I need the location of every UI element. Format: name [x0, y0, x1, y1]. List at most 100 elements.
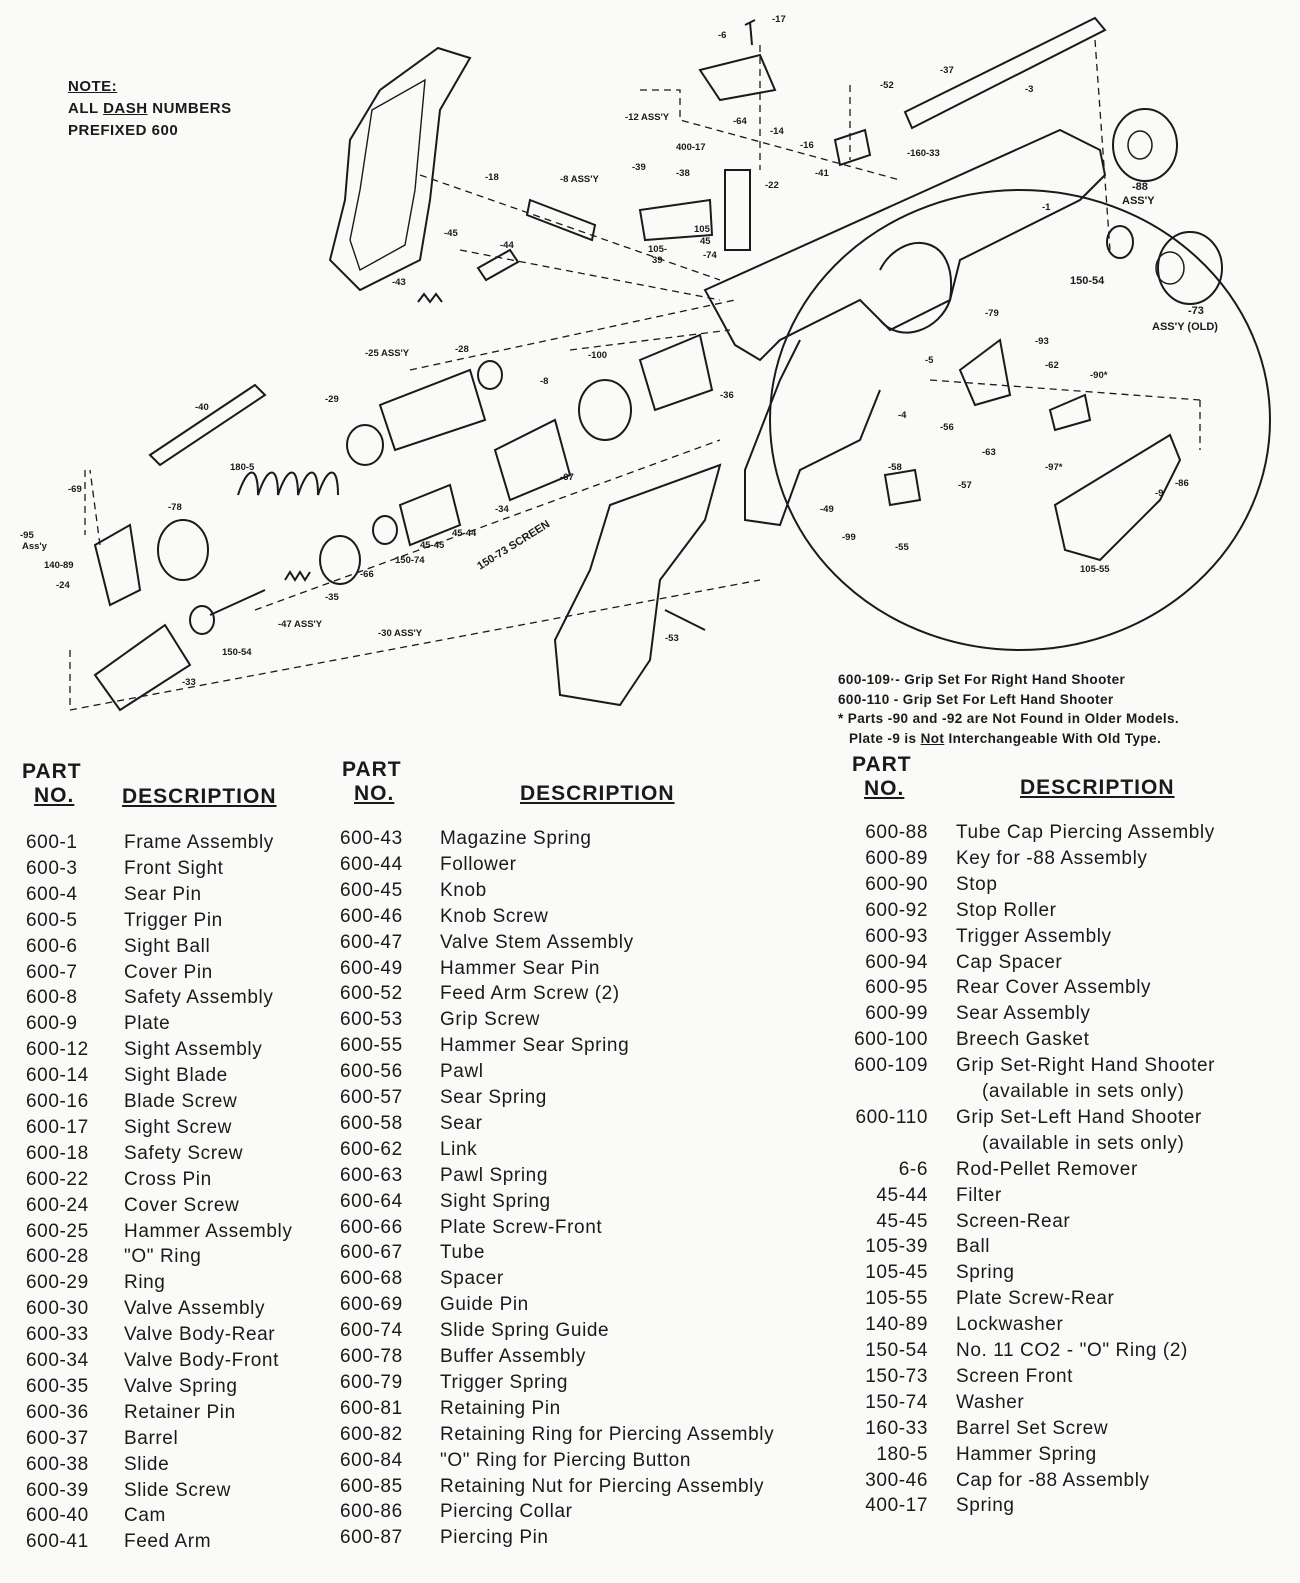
part-description: Cover Pin — [124, 961, 213, 983]
part-description: Tube Cap Piercing Assembly — [956, 822, 1215, 843]
callout-105-55: 105-55 — [1080, 564, 1110, 575]
part-number: 600-64 — [340, 1190, 403, 1212]
callout-64: -64 — [733, 116, 747, 127]
part-description: Cam — [124, 1505, 166, 1527]
part-description: Buffer Assembly — [440, 1346, 586, 1367]
valve-stem — [209, 589, 266, 616]
part-number: 600-33 — [26, 1324, 89, 1346]
part-number: 150-73 — [865, 1365, 928, 1387]
callout-1: -1 — [1042, 202, 1051, 213]
part-description: Pawl Spring — [440, 1164, 548, 1186]
hammer-assembly — [378, 368, 487, 452]
callout-150-54: 150-54 — [1070, 275, 1105, 287]
grip-screw — [664, 609, 706, 631]
callout-400-17: 400-17 — [676, 142, 706, 153]
callout-47: -47 ASS'Y — [278, 619, 323, 630]
callout-79: -79 — [985, 308, 999, 319]
part-description: Grip Screw — [440, 1009, 540, 1031]
note-older-models: * Parts -90 and -92 are Not Found in Old… — [838, 711, 1180, 726]
part-description: Cross Pin — [124, 1168, 212, 1190]
col2-description-header: DESCRIPTION — [520, 782, 675, 805]
frame-grip-body — [744, 339, 881, 527]
note-prefix-line: PREFIXED 600 — [68, 122, 179, 139]
plate-9 — [1053, 433, 1182, 562]
part-description: Barrel Set Screw — [956, 1417, 1109, 1439]
part-number: 600-79 — [340, 1371, 403, 1393]
callout-44: -44 — [500, 240, 514, 251]
part-number: 600-66 — [340, 1216, 403, 1238]
part-number: 600-78 — [340, 1346, 403, 1367]
part-description: Valve Body-Front — [124, 1350, 279, 1371]
part-description: Trigger Pin — [124, 909, 223, 931]
part-description: Slide Screw — [124, 1479, 231, 1501]
part-description: Barrel — [124, 1427, 179, 1449]
valve-body-rear — [93, 623, 192, 712]
callout-95-assy: Ass'y — [22, 541, 48, 552]
part-number: 600-34 — [26, 1350, 89, 1371]
callout-49: -49 — [820, 504, 834, 515]
o-ring-28 — [477, 360, 503, 390]
tube — [493, 418, 572, 502]
callout-95: -95 — [20, 530, 34, 541]
part-number: 180-5 — [876, 1443, 928, 1465]
callout-52: -52 — [880, 80, 894, 91]
magazine-spring — [417, 292, 443, 304]
right-grip-panel — [328, 46, 472, 292]
callout-29: -29 — [325, 394, 339, 405]
part-description: Hammer Sear Pin — [440, 957, 600, 979]
note-dash-word: DASH — [103, 100, 148, 117]
part-description: Plate — [124, 1013, 171, 1035]
dash-numbers-note: NOTE: ALL DASH NUMBERS PREFIXED 600 — [68, 76, 232, 142]
part-description: (available in sets only) — [982, 1132, 1185, 1154]
part-description: Slide — [124, 1453, 170, 1475]
part-description: Pawl — [440, 1061, 484, 1083]
part-description: Safety Assembly — [124, 987, 274, 1009]
callout-38: -38 — [676, 168, 690, 179]
part-number: 600-110 — [855, 1106, 928, 1128]
left-grip-panel — [553, 463, 722, 707]
cap-73-inner — [1155, 251, 1185, 285]
washer-150-74 — [372, 515, 398, 545]
safety-assembly — [525, 198, 597, 242]
part-description: Sight Blade — [124, 1065, 228, 1087]
callout-150-74: 150-74 — [395, 555, 425, 566]
o-ring-150-54b — [189, 605, 215, 635]
part-description: Retaining Ring for Piercing Assembly — [440, 1423, 775, 1445]
callout-6: -6 — [718, 30, 726, 41]
o-ring-150-54 — [1106, 225, 1134, 259]
col1-part-header: PART NO. — [22, 760, 82, 807]
part-description: Grip Set-Left Hand Shooter — [956, 1106, 1202, 1128]
callout-8: -8 ASS'Y — [560, 174, 600, 185]
part-description: Blade Screw — [124, 1091, 238, 1112]
part-description: Tube — [440, 1242, 486, 1264]
callout-69: -69 — [68, 484, 82, 495]
part-number: 600-69 — [340, 1294, 403, 1316]
stop-90 — [1048, 393, 1092, 432]
callout-150-73-screen: 150-73 SCREEN — [475, 518, 552, 572]
part-number: 600-5 — [26, 909, 78, 931]
part-number: 600-28 — [26, 1246, 89, 1268]
part-number: 600-89 — [865, 847, 928, 869]
part-description: Retainer Pin — [124, 1401, 236, 1423]
callout-3: -3 — [1025, 84, 1033, 95]
part-number: 600-3 — [26, 857, 78, 879]
part-description: Knob — [440, 879, 487, 901]
callout-30: -30 ASS'Y — [378, 628, 423, 639]
part-number: 600-22 — [26, 1168, 89, 1190]
callout-180-5: 180-5 — [230, 462, 255, 473]
callout-18: -18 — [485, 172, 499, 183]
part-number: 400-17 — [865, 1495, 928, 1517]
callout-8b: -8 — [540, 376, 548, 387]
callout-105-39: 105- — [648, 244, 667, 255]
part-number: 600-55 — [340, 1035, 403, 1057]
note-grip-right: 600-109·- Grip Set For Right Hand Shoote… — [838, 672, 1126, 687]
callout-43: -43 — [392, 277, 406, 288]
part-description: Sight Spring — [440, 1190, 551, 1212]
part-description: (available in sets only) — [982, 1081, 1185, 1102]
part-description: Retaining Pin — [440, 1397, 561, 1419]
part-description: Link — [440, 1138, 478, 1160]
valve-spring — [284, 570, 311, 582]
part-description: Ring — [124, 1272, 166, 1294]
part-number: 600-62 — [340, 1138, 403, 1160]
part-number: 600-92 — [865, 899, 928, 921]
